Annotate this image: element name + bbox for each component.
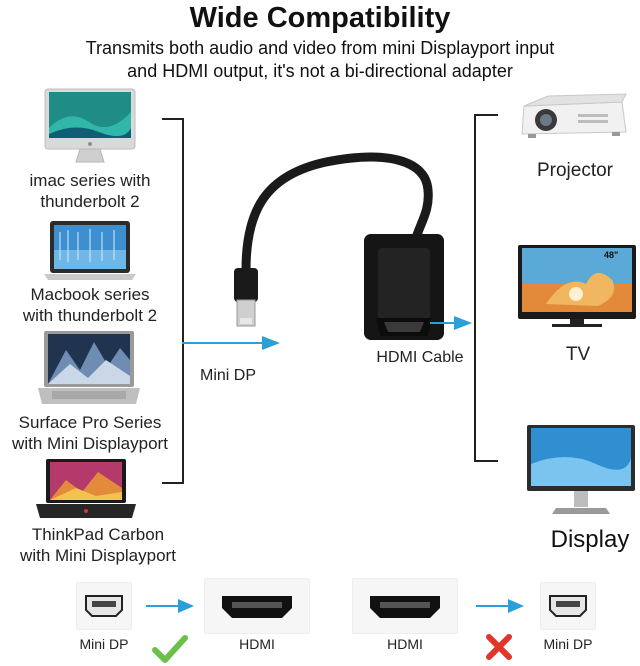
source-label-imac: imac series with thunderbolt 2 xyxy=(29,171,151,211)
imac-icon xyxy=(44,88,136,163)
tv-size-badge: 48" xyxy=(604,250,619,260)
source-label-thinkpad: ThinkPad Carbon with Mini Displayport xyxy=(20,525,176,565)
hdmi-port-icon xyxy=(222,596,292,618)
mini-dp-port-icon xyxy=(85,595,123,617)
monitor-icon xyxy=(527,425,635,514)
unsupported-arrow xyxy=(476,599,524,613)
surface-laptop-icon xyxy=(38,331,140,404)
macbook-icon xyxy=(44,221,136,280)
check-icon xyxy=(152,635,188,663)
page-subtitle: Transmits both audio and video from mini… xyxy=(0,37,640,83)
mini-dp-port-box xyxy=(76,582,132,630)
subtitle-line-2: and HDMI output, it's not a bi-direction… xyxy=(127,61,513,81)
projector-icon xyxy=(521,93,627,138)
page-title: Wide Compatibility xyxy=(189,2,451,34)
hdmi-port-box-unsupported xyxy=(352,578,458,634)
mini-dp-port-icon xyxy=(549,595,587,617)
output-label-projector: Projector xyxy=(536,160,614,181)
hdmi-port-box-supported xyxy=(204,578,310,634)
source-bracket xyxy=(162,118,184,484)
output-bracket xyxy=(474,114,498,462)
adapter-cable-icon xyxy=(234,152,444,340)
cross-icon xyxy=(486,634,512,660)
tv-icon xyxy=(518,245,636,327)
input-arrow xyxy=(182,336,280,350)
thinkpad-laptop-icon xyxy=(36,459,136,518)
subtitle-line-1: Transmits both audio and video from mini… xyxy=(85,38,555,58)
output-label-tv: TV xyxy=(565,344,591,365)
source-label-macbook: Macbook series with thunderbolt 2 xyxy=(22,285,158,325)
supported-arrow xyxy=(146,599,194,613)
output-label: HDMI Cable xyxy=(376,349,464,366)
bottom-label-hdmi-target: HDMI xyxy=(239,636,275,652)
output-label-display: Display xyxy=(550,526,630,553)
hdmi-port-icon xyxy=(370,596,440,618)
source-label-surface: Surface Pro Series with Mini Displayport xyxy=(12,413,168,453)
input-label: Mini DP xyxy=(200,367,257,384)
mini-dp-port-box-target xyxy=(540,582,596,630)
output-arrow xyxy=(430,316,472,330)
bottom-label-hdmi-source: HDMI xyxy=(387,636,423,652)
bottom-label-mini-dp-target: Mini DP xyxy=(543,636,593,652)
bottom-label-mini-dp-source: Mini DP xyxy=(79,636,129,652)
